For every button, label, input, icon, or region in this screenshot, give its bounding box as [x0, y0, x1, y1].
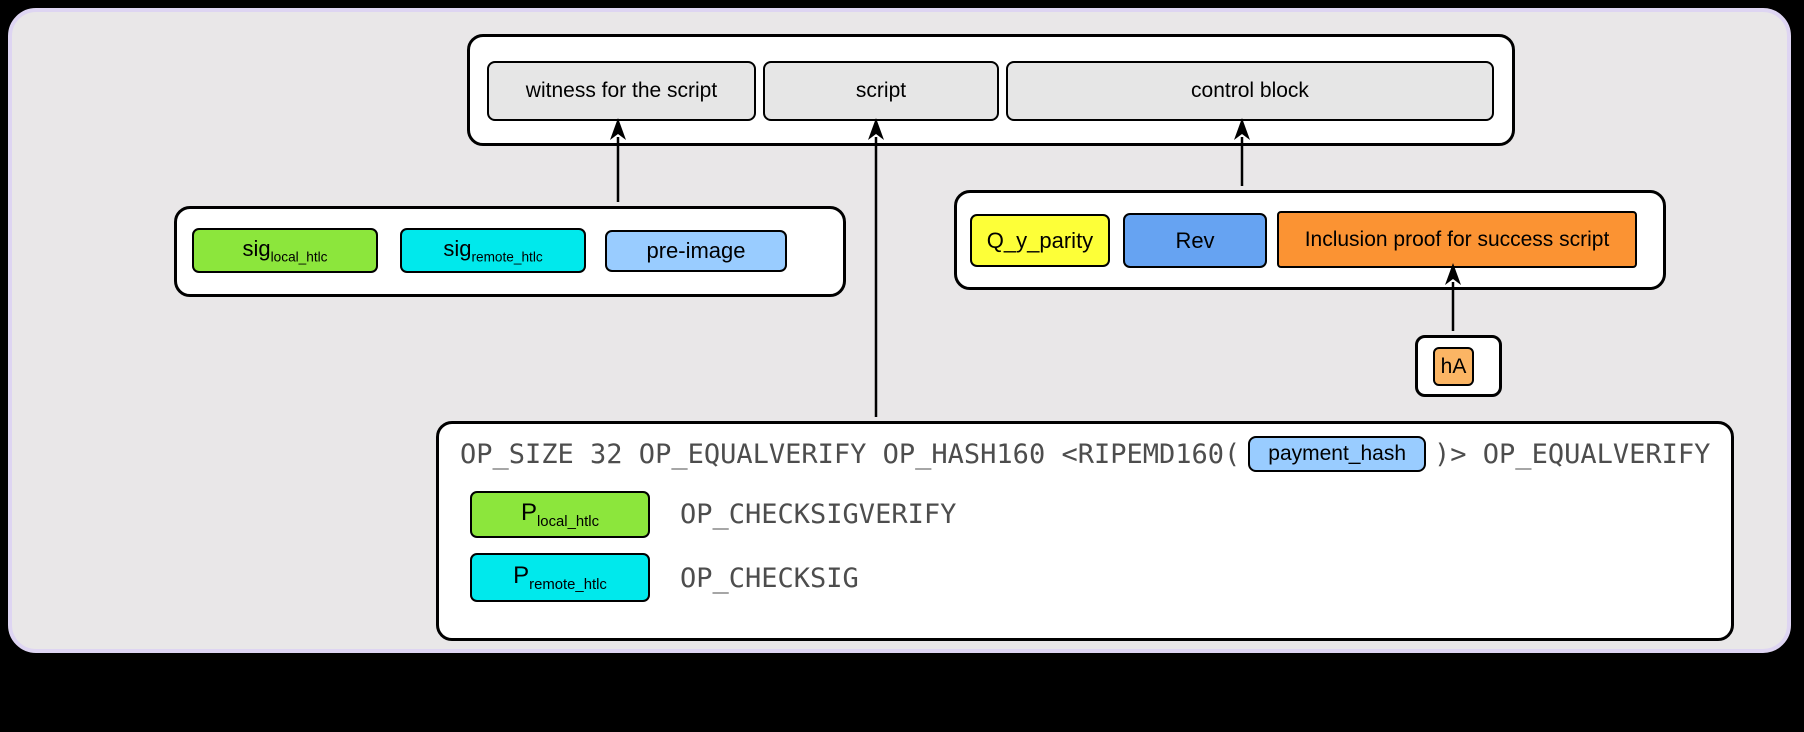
p-remote-htlc-label: Premote_htlc: [513, 562, 607, 593]
rev-chip: Rev: [1123, 213, 1267, 268]
leaf-hash-chip: hA: [1433, 347, 1474, 386]
control-block-box: control block: [1006, 61, 1494, 121]
sig-remote-htlc-chip: sigremote_htlc: [400, 228, 586, 273]
op-checksigverify-text: OP_CHECKSIGVERIFY: [680, 499, 957, 530]
rev-label: Rev: [1175, 227, 1215, 253]
diagram-panel: witness for the script script control bl…: [8, 8, 1791, 653]
leaf-hash-label: hA: [1440, 354, 1467, 378]
p-remote-htlc-chip: Premote_htlc: [470, 553, 650, 602]
payment-hash-chip: payment_hash: [1248, 436, 1427, 472]
pre-image-label: pre-image: [646, 238, 746, 263]
p-local-htlc-label: Plocal_htlc: [520, 499, 600, 530]
witness-for-script-box: witness for the script: [487, 61, 756, 121]
q-y-parity-label: Q_y_parity: [986, 227, 1094, 253]
script-source-container: [436, 421, 1734, 641]
q-y-parity-chip: Q_y_parity: [970, 214, 1110, 267]
script-box: script: [763, 61, 999, 121]
op-checksig-text: OP_CHECKSIG: [680, 563, 859, 594]
pre-image-chip: pre-image: [605, 230, 787, 272]
script-label: script: [855, 79, 907, 102]
inclusion-proof-chip: Inclusion proof for success script: [1277, 211, 1637, 268]
control-block-label: control block: [1191, 79, 1309, 102]
script-line-1-suffix: )> OP_EQUALVERIFY: [1434, 438, 1711, 470]
inclusion-proof-label: Inclusion proof for success script: [1304, 227, 1610, 251]
script-line-1-prefix: OP_SIZE 32 OP_EQUALVERIFY OP_HASH160 <RI…: [460, 438, 1241, 470]
script-line-1: OP_SIZE 32 OP_EQUALVERIFY OP_HASH160 <RI…: [460, 432, 1710, 476]
witness-for-script-label: witness for the script: [525, 79, 718, 102]
sig-remote-htlc-label: sigremote_htlc: [443, 236, 543, 265]
payment-hash-label: payment_hash: [1268, 442, 1407, 465]
sig-local-htlc-chip: siglocal_htlc: [192, 228, 378, 273]
p-local-htlc-chip: Plocal_htlc: [470, 491, 650, 538]
sig-local-htlc-label: siglocal_htlc: [242, 236, 328, 265]
